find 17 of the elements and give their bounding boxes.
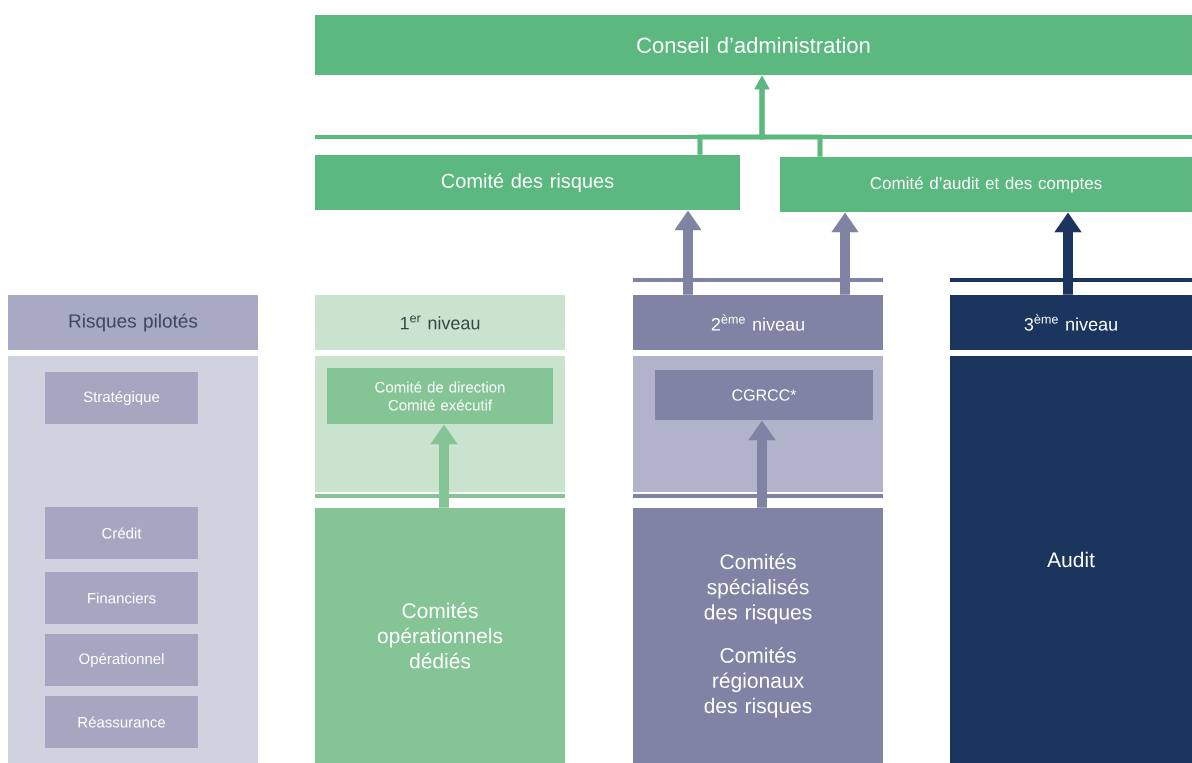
column-header: 2$^{ème}$ niveau	[633, 295, 883, 350]
committee-box: Comité des risques	[315, 155, 740, 210]
committee-box: Comité d’audit et des comptes	[780, 157, 1192, 212]
risk-box: Stratégique	[45, 372, 198, 424]
column-body: Comités opérationnels dédiés	[315, 508, 565, 763]
risk-box: Crédit	[45, 507, 198, 559]
committee-box: CGRCC*	[655, 370, 873, 420]
board-box: Conseil d’administration	[315, 15, 1192, 75]
risk-box: Réassurance	[45, 696, 198, 748]
column-header: 3$^{ème}$ niveau	[950, 295, 1192, 350]
risk-box: Opérationnel	[45, 634, 198, 686]
column-body: Audit	[950, 356, 1192, 763]
risk-box: Financiers	[45, 572, 198, 624]
committee-box: Comité de direction Comité exécutif	[327, 368, 553, 424]
column-header: 1$^{er}$ niveau	[315, 295, 565, 350]
column-header: Risques pilotés	[8, 295, 258, 350]
column-body: Comités spécialisés des risques Comités régionaux des risques	[633, 508, 883, 763]
